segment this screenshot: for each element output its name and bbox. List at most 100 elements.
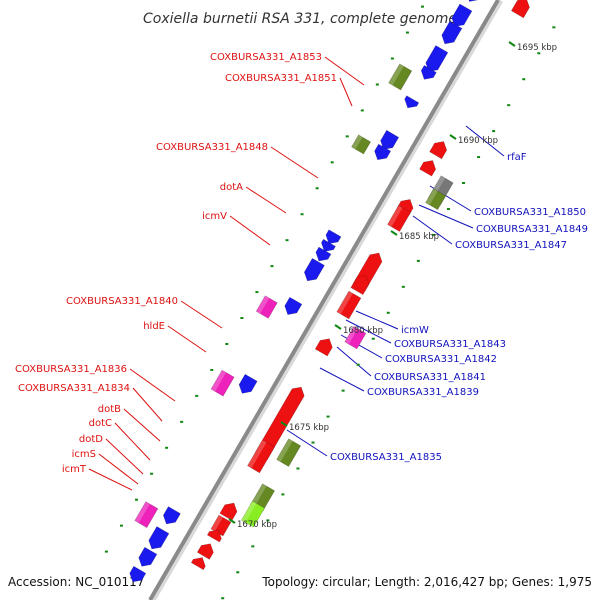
gene-feature [429,141,448,160]
label-leader [245,186,287,214]
spacer-dot [522,78,526,81]
spacer-dot [210,368,214,371]
gene-feature [350,275,370,296]
label-leader [167,325,207,353]
spacer-dot [401,285,405,288]
gene-label-forward: COXBURSA331_A1834 [18,383,130,394]
tick-mark [508,41,516,47]
spacer-dot [386,311,390,314]
gene-label-reverse: COXBURSA331_A1835 [330,452,442,463]
gene-label-forward: dotB [98,404,121,415]
spacer-dot [326,415,330,418]
gene-feature [190,557,206,571]
spacer-dot [165,446,169,449]
spacer-dot [296,467,300,470]
spacer-dot [420,5,424,8]
gene-label-forward: hldE [143,321,165,332]
label-leader [180,300,223,329]
spacer-dot [345,135,349,138]
genome-backbone [148,0,504,600]
spacer-dot [431,233,435,236]
gene-label-forward: COXBURSA331_A1848 [156,142,268,153]
spacer-dot [300,213,304,216]
gene-label-forward: icmT [62,464,87,475]
gene-feature [441,20,463,45]
spacer-dot [281,493,285,496]
label-leader [465,125,505,157]
gene-feature [388,63,413,91]
gene-label-reverse: COXBURSA331_A1839 [367,387,479,398]
gene-label-reverse: COXBURSA331_A1842 [385,354,497,365]
gene-feature [351,134,372,155]
gene-label-forward: icmV [202,211,227,222]
spacer-dot [492,130,496,133]
tick-label: 1685 kbp [399,232,439,242]
label-leader [412,215,453,245]
label-leader [270,146,319,179]
spacer-dot [416,259,420,262]
gene-feature [466,0,488,2]
gene-feature [325,229,342,245]
spacer-dot [135,498,139,501]
gene-feature [206,529,222,543]
gene-feature [303,257,325,282]
spacer-dot [371,337,375,340]
gene-labels: COXBURSA331_A1853COXBURSA331_A1851COXBUR… [15,52,588,475]
gene-label-forward: dotD [79,434,103,445]
spacer-dot [330,161,334,164]
spacer-dot [285,239,289,242]
spacer-dot [405,31,409,34]
gene-feature [238,373,258,394]
label-leader [132,387,163,422]
gene-feature [255,295,278,319]
spacer-dot [236,571,240,574]
accession-text: Accession: NC_010117 [8,575,144,589]
label-leader [123,408,161,442]
gene-feature [196,543,214,560]
label-leader [286,429,328,457]
tick-label: 1690 kbp [458,136,498,146]
label-leader [345,319,392,344]
gene-label-forward: COXBURSA331_A1840 [66,296,178,307]
spacer-dot [180,420,184,423]
gene-feature [510,0,530,19]
gene-feature [284,296,303,315]
tick-label: 1680 kbp [343,326,383,336]
label-leader [355,310,399,330]
gene-label-forward: COXBURSA331_A1836 [15,364,127,375]
scale-ticks: 1695 kbp 1690 kbp 1685 kbp 1680 kbp 1675 kbp… [228,41,557,530]
tick-label: 1675 kbp [289,423,329,433]
spacer-dot [390,57,394,60]
gene-label-reverse: COXBURSA331_A1850 [474,207,586,218]
label-leader [88,468,133,491]
spacer-dot [225,342,229,345]
spacer-dot [552,26,556,29]
leader-lines [88,56,505,491]
gene-feature [210,369,235,397]
spacer-dots [104,5,556,600]
label-leader [98,453,139,485]
label-leader [324,56,365,86]
gene-label-forward: dotA [220,182,243,193]
tick-label: 1670 kbp [237,520,277,530]
gene-feature [314,338,333,357]
spacer-dot [507,104,511,107]
gene-feature [241,500,265,528]
gene-label-forward: COXBURSA331_A1851 [225,73,337,84]
spacer-dot [251,545,255,548]
label-leader [319,367,365,392]
gene-feature [336,290,362,320]
tick-label: 1695 kbp [517,43,557,53]
gene-feature [451,3,473,27]
gene-feature [148,526,170,550]
gene-feature [404,95,420,109]
gene-label-forward: COXBURSA331_A1853 [210,52,322,63]
tick-mark [228,518,236,524]
gene-label-reverse: icmW [401,325,429,336]
gene-label-reverse: COXBURSA331_A1847 [455,240,567,251]
spacer-dot [446,207,450,210]
spacer-dot [311,441,315,444]
map-title: Coxiella burnetii RSA 331, complete geno… [143,11,457,27]
gene-feature [134,501,159,529]
gene-features [129,0,530,583]
